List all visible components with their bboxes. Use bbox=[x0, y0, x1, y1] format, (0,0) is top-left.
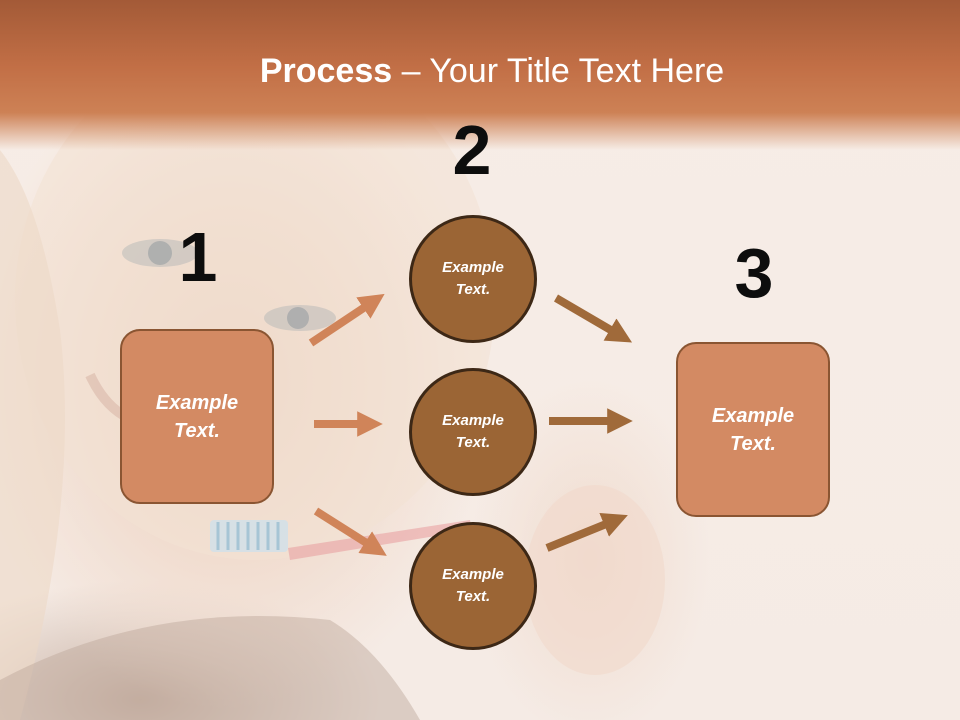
step-number-2: 2 bbox=[452, 111, 492, 189]
circle-middle-text: Example Text. bbox=[442, 411, 504, 452]
arrow-1-to-top bbox=[308, 293, 385, 347]
step-2-circle-middle: Example Text. bbox=[409, 368, 537, 496]
step-3-box: Example Text. bbox=[676, 342, 830, 517]
arrow-bottom-to-3 bbox=[545, 512, 628, 552]
step-1-box-text: Example Text. bbox=[155, 391, 239, 442]
step-3-box-text: Example Text. bbox=[711, 404, 795, 455]
step-2-circle-bottom: Example Text. bbox=[409, 522, 537, 650]
title-rest: – Your Title Text Here bbox=[392, 52, 725, 90]
title-banner bbox=[0, 0, 960, 150]
slide-title: Process – Your Title Text Here bbox=[0, 52, 960, 91]
title-bold: Process bbox=[259, 52, 393, 90]
step-2-circle-top: Example Text. bbox=[409, 215, 537, 343]
arrow-1-to-bottom bbox=[313, 507, 387, 556]
arrow-top-to-3 bbox=[553, 294, 633, 343]
circle-bottom-text: Example Text. bbox=[442, 565, 504, 606]
step-1-box: Example Text. bbox=[120, 329, 274, 504]
circle-top-text: Example Text. bbox=[442, 258, 504, 299]
step-number-1: 1 bbox=[178, 218, 218, 296]
step-number-3: 3 bbox=[734, 234, 774, 312]
